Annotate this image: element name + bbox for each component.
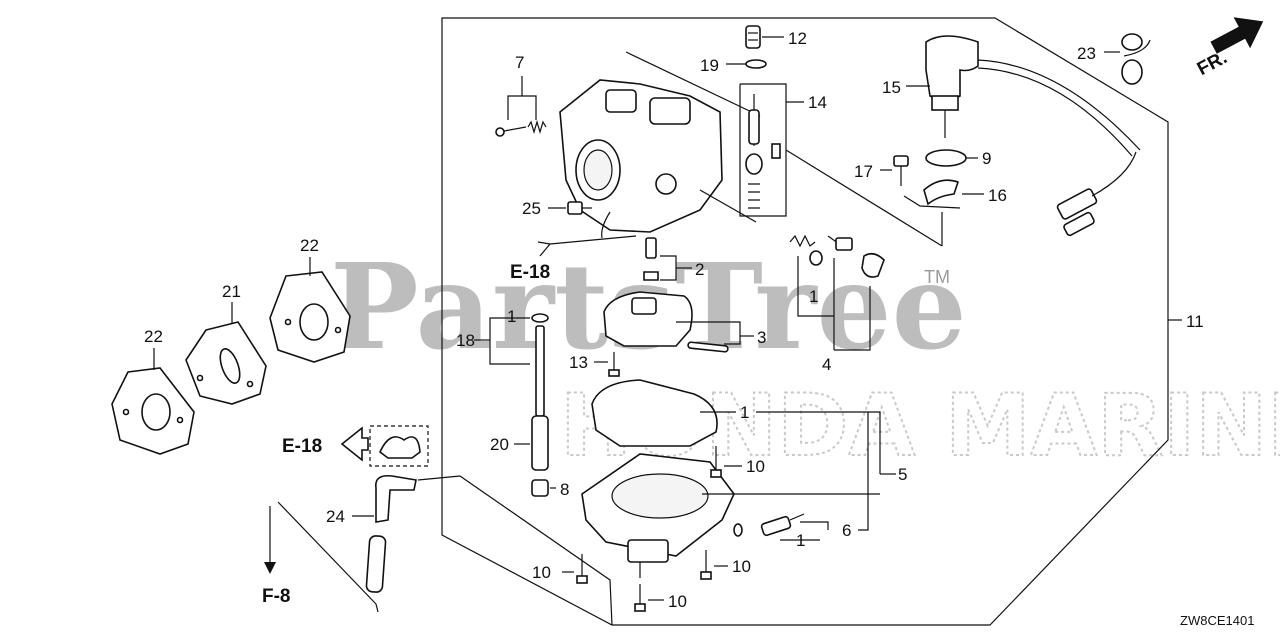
direction-label: FR. xyxy=(1194,47,1231,80)
oring-19 xyxy=(745,59,767,69)
leader-18 xyxy=(489,317,530,365)
ref-e18-left: E-18 xyxy=(282,436,322,457)
callout-10-d: 10 xyxy=(668,592,687,611)
leader-5 xyxy=(756,411,881,474)
leader-4 xyxy=(834,286,871,351)
drawing-code: ZW8CE1401 xyxy=(1180,613,1254,628)
callout-2: 2 xyxy=(695,260,704,279)
assembly-outline xyxy=(441,17,1169,626)
callout-18: 18 xyxy=(456,331,475,350)
float-bowl-5 xyxy=(581,453,735,578)
callout-19: 19 xyxy=(700,56,719,75)
callout-10-c: 10 xyxy=(732,557,751,576)
float-14 xyxy=(745,153,763,175)
hose-24 xyxy=(365,474,417,593)
float-3 xyxy=(603,291,729,353)
callout-8: 8 xyxy=(560,480,569,499)
callout-1-gasket: 1 xyxy=(740,403,749,422)
callout-5: 5 xyxy=(898,465,907,484)
callout-23: 23 xyxy=(1077,44,1096,63)
cap-8 xyxy=(531,479,549,497)
screw-set-4 xyxy=(789,234,885,278)
carburetor-body xyxy=(559,51,761,239)
fitting-20 xyxy=(531,415,549,471)
callout-10-a: 10 xyxy=(746,457,765,476)
callout-3: 3 xyxy=(757,328,766,347)
jet-12 xyxy=(745,25,761,49)
gasket-1-bowl xyxy=(591,379,718,447)
callout-1-tube: 1 xyxy=(507,307,516,326)
screw-10-a xyxy=(710,446,722,478)
callout-21: 21 xyxy=(222,282,241,301)
screw-13 xyxy=(608,352,620,377)
solenoid-15 xyxy=(925,35,1141,237)
clamp-23 xyxy=(1121,33,1151,85)
callout-15: 15 xyxy=(882,78,901,97)
callout-25: 25 xyxy=(522,199,541,218)
watermark-trademark: TM xyxy=(924,267,950,287)
oring-9 xyxy=(925,149,967,167)
arrow-e18-top xyxy=(537,241,551,257)
callout-6: 6 xyxy=(842,521,851,540)
front-direction-arrow xyxy=(1210,17,1264,54)
callout-1-right: 1 xyxy=(809,287,818,306)
bracket-14 xyxy=(739,83,787,217)
jet-2 xyxy=(643,237,659,281)
gasket-22-front xyxy=(111,367,195,455)
screw-10-b xyxy=(576,554,588,584)
callout-17: 17 xyxy=(854,162,873,181)
callout-12: 12 xyxy=(788,29,807,48)
callout-14: 14 xyxy=(808,93,827,112)
callout-1-drain: 1 xyxy=(796,531,805,550)
callout-9: 9 xyxy=(982,149,991,168)
gasket-21 xyxy=(185,321,267,405)
oring-1-drain xyxy=(733,523,743,537)
callout-4: 4 xyxy=(822,355,831,374)
callout-10-b: 10 xyxy=(532,563,551,582)
callout-13: 13 xyxy=(569,353,588,372)
callout-20: 20 xyxy=(490,435,509,454)
screw-17 xyxy=(893,155,909,186)
callout-7: 7 xyxy=(515,53,524,72)
callout-11: 11 xyxy=(1186,312,1204,331)
gasket-22-rear xyxy=(269,271,351,363)
watermark: PartsTree TM HONDA MARINE xyxy=(330,237,1280,477)
callout-22-front: 22 xyxy=(144,327,163,346)
clip-box xyxy=(369,425,429,467)
drain-screw-6 xyxy=(760,513,805,537)
screw-7 xyxy=(495,119,547,137)
clip-icon xyxy=(379,436,421,459)
arrow-e18-left xyxy=(340,426,369,462)
tube-18 xyxy=(531,313,549,417)
ref-e18-top: E-18 xyxy=(510,262,550,283)
arrow-f8 xyxy=(264,562,276,574)
needle-14 xyxy=(748,109,760,145)
screw-10-c xyxy=(700,550,712,580)
leader-1-4 xyxy=(797,256,834,317)
screw-10-d xyxy=(634,584,646,612)
callout-16: 16 xyxy=(988,186,1007,205)
leader-7 xyxy=(507,95,537,120)
ref-f8: F-8 xyxy=(262,586,291,607)
screw-25 xyxy=(567,201,592,215)
bracket-16 xyxy=(923,179,960,206)
callout-22-rear: 22 xyxy=(300,236,319,255)
callout-24: 24 xyxy=(326,507,345,526)
